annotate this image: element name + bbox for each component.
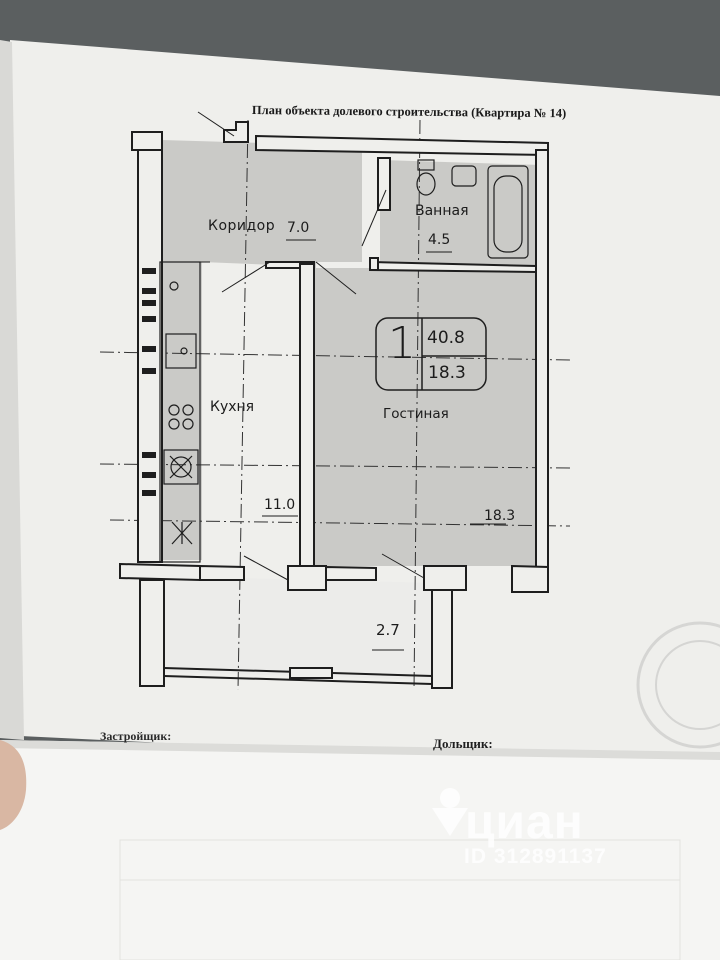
bathroom-fixtures xyxy=(416,159,529,259)
room-area-bathroom: 4.5 xyxy=(428,232,451,248)
room-area-corridor: 7.0 xyxy=(287,220,310,236)
room-label-kitchen: Кухня xyxy=(210,399,255,415)
apartment-room-count: 1 xyxy=(388,318,416,369)
signature-shareholder-label: Дольщик: xyxy=(433,736,493,751)
room-area-living: 18.3 xyxy=(484,508,516,524)
lower-sheet-shade xyxy=(0,740,720,760)
apartment-living-area: 18.3 xyxy=(428,363,466,383)
room-label-living: Гостиная xyxy=(383,406,449,422)
room-label-bathroom: Ванная xyxy=(415,203,469,219)
apartment-info-box xyxy=(375,317,487,391)
room-area-kitchen: 11.0 xyxy=(264,497,296,513)
room-label-corridor: Коридор xyxy=(208,218,276,234)
lower-paper-sheet xyxy=(0,740,720,960)
lower-sheet-lines xyxy=(119,839,681,960)
location-pin-icon xyxy=(432,788,468,836)
finger xyxy=(0,740,27,830)
watermark-id: ID 312891137 xyxy=(464,845,607,868)
apartment-total-area: 40.8 xyxy=(427,328,465,348)
watermark-brand: циан xyxy=(465,796,584,849)
stamp-seal xyxy=(636,621,720,749)
signature-developer-label: Застройщик: xyxy=(100,729,172,743)
kitchen-fixtures xyxy=(159,261,201,563)
paper-shadow-left xyxy=(0,40,24,740)
number-underlines xyxy=(262,239,506,651)
wall-hatching xyxy=(142,268,156,496)
room-area-balcony: 2.7 xyxy=(376,621,400,639)
